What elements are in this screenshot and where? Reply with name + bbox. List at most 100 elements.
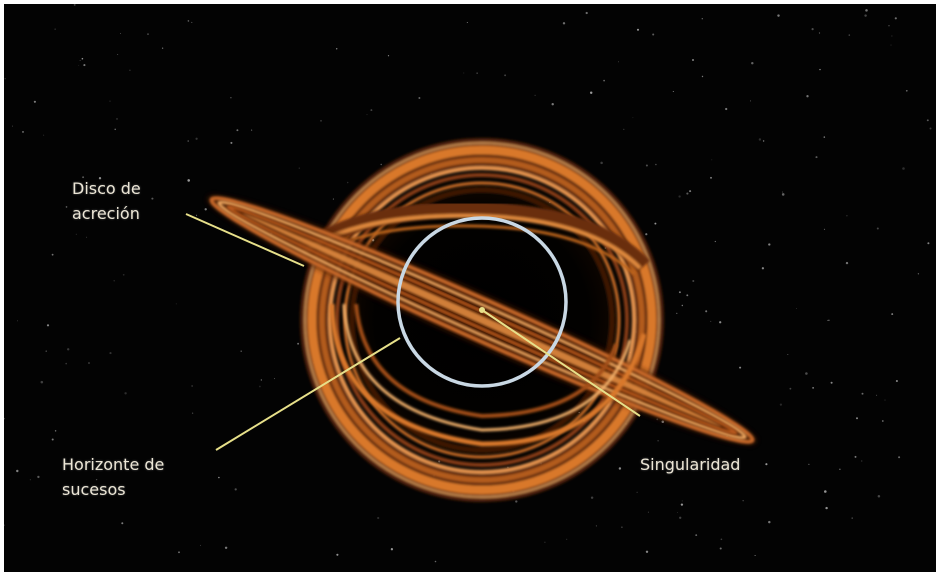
star: [43, 134, 45, 136]
star: [710, 320, 712, 322]
star: [29, 479, 31, 481]
star: [805, 372, 808, 375]
star: [95, 478, 98, 481]
star: [846, 215, 848, 217]
star: [195, 137, 198, 140]
singularity-label: Singularidad: [640, 455, 741, 474]
star: [845, 261, 849, 265]
star: [544, 541, 546, 543]
star: [67, 348, 70, 351]
star: [274, 378, 276, 380]
star: [187, 20, 190, 22]
star: [377, 516, 380, 520]
star: [854, 455, 857, 458]
star: [692, 279, 695, 283]
star: [515, 500, 518, 503]
star: [122, 273, 125, 276]
star: [720, 538, 723, 541]
lensed-ring: [300, 138, 664, 502]
star: [891, 35, 893, 37]
star: [603, 79, 605, 82]
star: [823, 228, 826, 231]
star: [779, 403, 783, 406]
star: [881, 420, 884, 422]
star: [632, 117, 634, 119]
star: [466, 22, 468, 23]
star: [178, 551, 180, 554]
star: [98, 177, 102, 180]
star: [617, 61, 620, 63]
star: [54, 430, 57, 432]
star: [902, 167, 905, 170]
star: [848, 34, 851, 36]
black-hole-illustration: Disco de acreción Horizonte de sucesos S…: [4, 4, 936, 572]
star: [81, 57, 84, 60]
star: [534, 94, 536, 96]
star: [894, 17, 897, 20]
star: [191, 385, 193, 387]
star: [51, 253, 54, 256]
star: [789, 387, 792, 390]
star: [4, 417, 6, 420]
star: [645, 164, 648, 167]
star: [418, 97, 421, 99]
star: [54, 28, 56, 30]
star: [196, 214, 198, 216]
star: [260, 379, 262, 381]
star: [234, 488, 237, 491]
star: [175, 303, 177, 305]
star: [710, 176, 712, 179]
accretion-disk-label: Disco de acreción: [72, 179, 141, 223]
star: [714, 240, 716, 243]
pointer-lines: [185, 213, 641, 451]
star: [929, 127, 932, 130]
star: [765, 463, 768, 466]
star: [661, 420, 665, 424]
star: [86, 236, 88, 238]
star: [895, 379, 898, 383]
star: [679, 516, 682, 519]
star: [113, 280, 115, 282]
star: [762, 140, 765, 142]
star: [116, 118, 118, 120]
star: [120, 33, 121, 34]
star: [676, 511, 678, 513]
star: [686, 294, 689, 297]
star: [825, 506, 828, 510]
star: [830, 381, 833, 384]
star: [692, 59, 694, 61]
singularity-point: [479, 307, 485, 313]
star: [695, 534, 698, 537]
star: [187, 140, 189, 142]
star: [647, 511, 649, 513]
star: [888, 25, 890, 27]
star: [204, 208, 207, 211]
star: [259, 385, 261, 388]
star: [45, 350, 47, 352]
star: [65, 206, 68, 208]
star: [689, 190, 692, 193]
star: [861, 460, 863, 462]
star: [75, 233, 77, 235]
star: [645, 550, 649, 553]
star: [129, 69, 131, 72]
star: [17, 320, 18, 322]
event-horizon-circle: [396, 216, 568, 388]
star: [819, 68, 821, 71]
star: [380, 163, 382, 166]
star: [654, 222, 657, 225]
star: [818, 32, 821, 34]
star: [811, 28, 814, 31]
star: [828, 319, 830, 322]
star: [147, 33, 149, 35]
star: [739, 366, 742, 369]
star: [824, 490, 827, 493]
star: [51, 438, 54, 441]
star: [927, 242, 930, 245]
star: [768, 243, 771, 246]
star: [109, 352, 112, 355]
star: [750, 100, 751, 102]
star: [657, 440, 659, 442]
star: [78, 64, 80, 66]
star: [742, 500, 744, 502]
